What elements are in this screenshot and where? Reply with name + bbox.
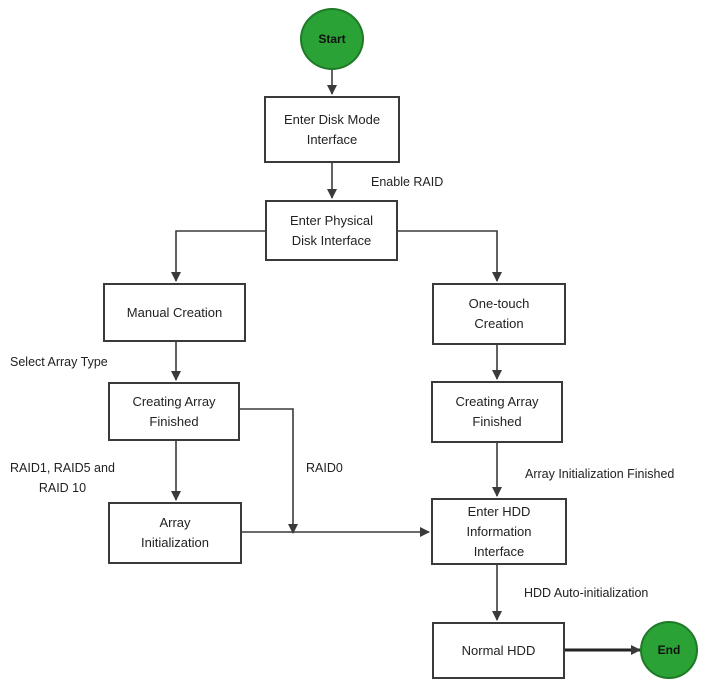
label-line: RAID1, RAID5 and bbox=[10, 461, 115, 475]
node-text: Creating Array bbox=[132, 393, 216, 409]
label-raid0: RAID0 bbox=[306, 461, 343, 475]
node-text: One-touch bbox=[468, 296, 530, 311]
node-text: Enter Disk Mode bbox=[283, 111, 381, 127]
label-line: RAID 10 bbox=[38, 481, 87, 495]
node-text: Information bbox=[466, 523, 532, 539]
node-text: Enter Physical bbox=[289, 212, 374, 228]
node-text: Array bbox=[159, 515, 191, 530]
node-text: Finished bbox=[472, 414, 522, 429]
label-select-array-type: Select Array Type bbox=[10, 355, 108, 369]
node-text: Normal HDD bbox=[461, 642, 536, 658]
node-text: Interface bbox=[473, 543, 525, 559]
node-text: Interface bbox=[306, 131, 358, 147]
node-text: Enter HDD bbox=[467, 503, 531, 519]
node-text: Disk Interface bbox=[291, 232, 372, 248]
label-enable-raid: Enable RAID bbox=[371, 175, 444, 189]
manual-creation-box: Manual Creation bbox=[103, 283, 246, 342]
end-node: End bbox=[640, 621, 698, 679]
node-text: Manual Creation bbox=[126, 304, 223, 320]
start-node: Start bbox=[300, 8, 364, 70]
label-hdd-auto-init: HDD Auto-initialization bbox=[524, 586, 649, 600]
edge-physical-to-manual bbox=[171, 230, 265, 282]
node-text: Initialization bbox=[141, 535, 209, 550]
normal-hdd-box: Normal HDD bbox=[432, 622, 565, 679]
edge-physical-to-one-touch bbox=[398, 230, 502, 282]
node-text: Creation bbox=[474, 316, 524, 331]
node-text: Finished bbox=[149, 413, 199, 429]
label-raid-levels: RAID1, RAID5 and RAID 10 bbox=[10, 458, 115, 498]
node-text: Creating Array bbox=[455, 394, 539, 409]
edge-raid0-path bbox=[240, 408, 298, 534]
label-array-init-finished: Array Initialization Finished bbox=[525, 467, 675, 481]
